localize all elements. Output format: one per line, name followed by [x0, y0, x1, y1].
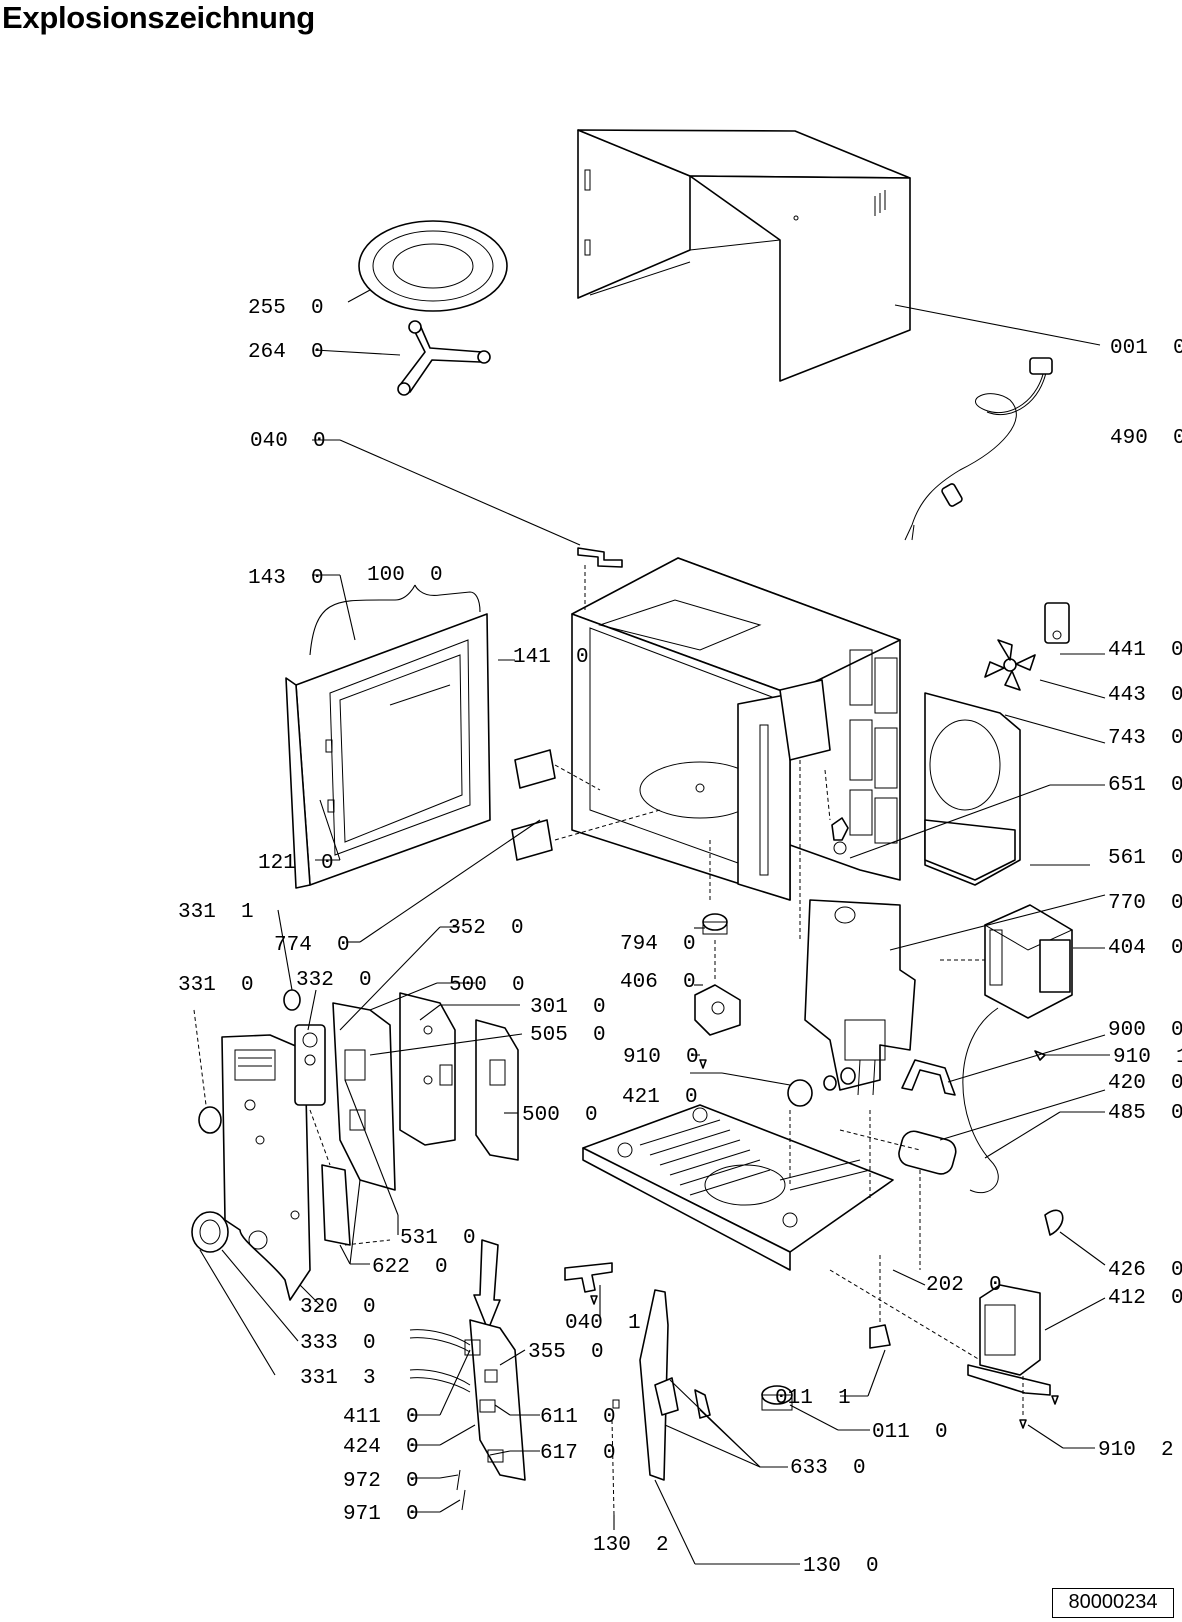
label-651: 651 0: [1108, 774, 1182, 797]
label-910: 910 0: [623, 1046, 699, 1069]
label-561: 561 0: [1108, 847, 1182, 870]
base-plate-part: [582, 1104, 894, 1271]
roller-support-part: [397, 320, 491, 396]
hv-diode-part: [787, 1067, 856, 1107]
push-button-part: [198, 1106, 222, 1134]
rubber-foot-part: [761, 1385, 793, 1411]
label-420: 420 0: [1108, 1072, 1182, 1095]
door-lever-part: [612, 1289, 711, 1481]
door-hinge-part: [577, 547, 623, 568]
label-500-b: 500 0: [522, 1104, 598, 1127]
label-141: 141 0: [513, 646, 589, 669]
label-333: 333 0: [300, 1332, 376, 1355]
selector-switch-part: [294, 1024, 326, 1106]
transformer-part: [967, 1284, 1051, 1396]
fuse-part: [1044, 1209, 1064, 1236]
label-770: 770 0: [1108, 892, 1182, 915]
capacitor-bracket-part: [901, 1059, 956, 1096]
fan-duct-part: [924, 692, 1021, 886]
label-040-1: 040 1: [565, 1312, 641, 1335]
label-202: 202 0: [926, 1274, 1002, 1297]
magnetron-part: [983, 904, 1074, 1019]
door-hinge-lower-part: [564, 1262, 613, 1293]
fan-blade-part: [984, 639, 1036, 691]
label-143: 143 0: [248, 567, 324, 590]
label-622: 622 0: [372, 1256, 448, 1279]
outer-cabinet-part: [577, 129, 911, 382]
leader-lines: [199, 289, 1110, 1565]
hv-capacitor-part: [898, 1130, 957, 1175]
label-412: 412 0: [1108, 1287, 1182, 1310]
mica-cover-part: [511, 749, 556, 861]
label-500-a: 500 0: [449, 974, 525, 997]
assembly-arrow-part: [473, 1239, 501, 1331]
roller-coupling-part: [702, 913, 728, 935]
label-011-1: 011 1: [775, 1387, 851, 1410]
switch-holder-part: [399, 992, 456, 1146]
oven-cavity-part: [571, 557, 901, 901]
label-421: 421 0: [622, 1086, 698, 1109]
page-title: Explosionszeichnung: [2, 0, 315, 35]
label-040: 040 0: [250, 430, 326, 453]
label-404: 404 0: [1108, 937, 1182, 960]
label-441: 441 0: [1108, 639, 1182, 662]
label-332: 332 0: [296, 969, 372, 992]
control-panel-part: [221, 1034, 311, 1301]
control-pcb-part: [409, 1319, 526, 1511]
label-331-3: 331 3: [300, 1367, 376, 1390]
micro-switch-part: [475, 1019, 519, 1161]
label-001: 001 0: [1110, 337, 1182, 360]
label-255: 255 0: [248, 297, 324, 320]
hv-wire-part: [962, 1007, 999, 1194]
foot-bracket-part: [869, 1324, 891, 1349]
assembly-guide-lines: [193, 565, 1024, 1516]
part-number-labels: 255 0 264 0 001 0 490 0 040 0 143 0 100 …: [178, 297, 1182, 1578]
label-331: 331 0: [178, 974, 254, 997]
latch-bracket-part: [321, 1002, 396, 1246]
label-352: 352 0: [448, 917, 524, 940]
control-knob-part: [191, 1211, 229, 1253]
label-331-1: 331 1: [178, 901, 254, 924]
label-910-2: 910 2: [1098, 1439, 1174, 1462]
label-406: 406 0: [620, 971, 696, 994]
label-426: 426 0: [1108, 1259, 1182, 1282]
label-130: 130 0: [803, 1555, 879, 1578]
label-011: 011 0: [872, 1421, 948, 1444]
label-774: 774 0: [274, 934, 350, 957]
label-443: 443 0: [1108, 684, 1182, 707]
label-633: 633 0: [790, 1457, 866, 1480]
thermostat-part: [1044, 602, 1070, 644]
label-490: 490 0: [1110, 427, 1182, 450]
label-971: 971 0: [343, 1503, 419, 1526]
turntable-motor-part: [694, 984, 741, 1036]
door-assembly-part: [285, 613, 491, 889]
label-743: 743 0: [1108, 727, 1182, 750]
label-424: 424 0: [343, 1436, 419, 1459]
label-972: 972 0: [343, 1470, 419, 1493]
small-knob-part: [283, 989, 301, 1011]
label-355: 355 0: [528, 1341, 604, 1364]
air-guide-part: [804, 899, 916, 1096]
label-264: 264 0: [248, 341, 324, 364]
label-100: 100 0: [367, 564, 443, 587]
label-617: 617 0: [540, 1442, 616, 1465]
label-900: 900 0: [1108, 1019, 1182, 1042]
label-485: 485 0: [1108, 1102, 1182, 1125]
label-301: 301 0: [530, 996, 606, 1019]
label-531: 531 0: [400, 1227, 476, 1250]
label-411: 411 0: [343, 1406, 419, 1429]
document-number: 80000234: [1052, 1588, 1174, 1618]
lamp-part: [831, 817, 849, 855]
label-320: 320 0: [300, 1296, 376, 1319]
label-505: 505 0: [530, 1024, 606, 1047]
power-cord-part: [904, 357, 1053, 541]
label-794: 794 0: [620, 933, 696, 956]
turntable-glass-plate-part: [358, 220, 508, 312]
label-611: 611 0: [540, 1406, 616, 1429]
label-130-2: 130 2: [593, 1534, 669, 1557]
label-121: 121 0: [258, 852, 334, 875]
label-910-1: 910 1: [1113, 1046, 1182, 1069]
